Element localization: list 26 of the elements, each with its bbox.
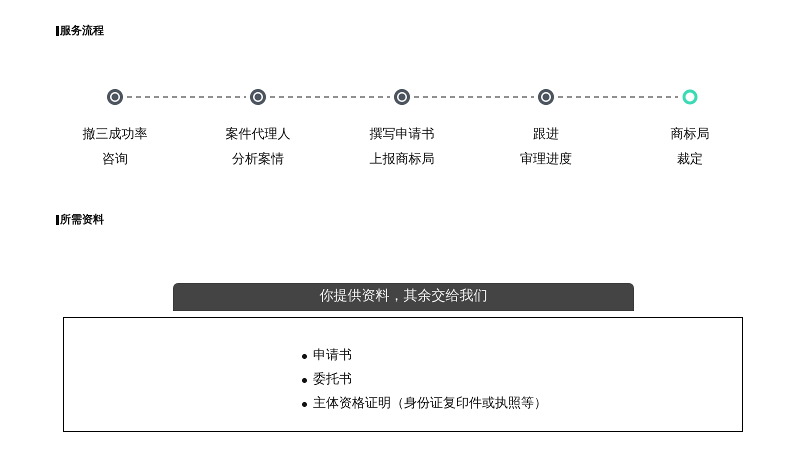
step-circle [107, 89, 123, 105]
list-item: 委托书 [313, 371, 352, 389]
step-label: 撤三成功率 [82, 126, 148, 143]
step-circle [394, 89, 410, 105]
dashed-connector [414, 96, 534, 98]
step-label: 分析案情 [231, 151, 285, 168]
dashed-connector [270, 96, 390, 98]
document-list-panel [63, 317, 743, 432]
list-item: 主体资格证明（身份证复印件或执照等） [313, 395, 547, 413]
section-heading: 服务流程 [60, 23, 104, 38]
step-circle [250, 89, 266, 105]
current-step-circle [682, 89, 698, 105]
step-label: 案件代理人 [224, 126, 292, 143]
step-label: 撰写申请书 [368, 126, 436, 143]
dashed-connector [558, 96, 678, 98]
list-item: 申请书 [313, 347, 352, 365]
header-tab: 你提供资料，其余交给我们 [173, 283, 634, 311]
step-label: 审理进度 [519, 151, 573, 168]
step-label: 裁定 [676, 151, 704, 168]
dashed-connector [126, 96, 246, 98]
step-label: 商标局 [670, 126, 710, 143]
step-circle [538, 89, 554, 105]
step-label: 跟进 [532, 126, 560, 143]
step-label: 上报商标局 [368, 151, 436, 168]
section-heading: 所需资料 [60, 212, 104, 227]
step-label: 咨询 [101, 151, 129, 168]
